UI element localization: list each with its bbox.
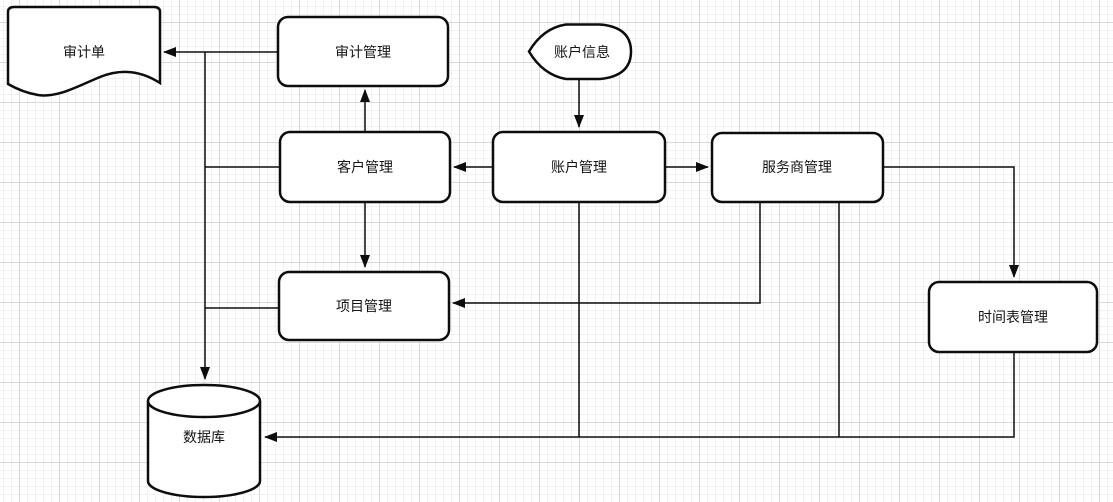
node-project-mgmt[interactable]: 项目管理 [277, 270, 451, 342]
node-audit-mgmt[interactable]: 审计管理 [276, 15, 450, 88]
edge-timesheet-mgmt-to-database[interactable] [264, 352, 1015, 442]
node-account-info[interactable]: 账户信息 [527, 23, 633, 81]
node-label-audit-sheet: 审计单 [63, 44, 105, 60]
node-customer-mgmt[interactable]: 客户管理 [278, 130, 452, 204]
node-label-customer-mgmt: 客户管理 [337, 159, 393, 175]
node-label-audit-mgmt: 审计管理 [335, 44, 391, 60]
edge-provider-mgmt-to-project-mgmt[interactable] [452, 202, 761, 308]
rounded-rect-shape[interactable] [491, 130, 667, 204]
node-label-provider-mgmt: 服务商管理 [762, 159, 832, 175]
node-label-account-mgmt: 账户管理 [551, 159, 607, 175]
cylinder-top-shape[interactable] [146, 383, 262, 419]
document-shape[interactable] [6, 5, 162, 97]
rounded-rect-shape[interactable] [710, 131, 885, 204]
rounded-rect-shape[interactable] [278, 130, 452, 204]
node-account-mgmt[interactable]: 账户管理 [491, 130, 667, 204]
node-timesheet-mgmt[interactable]: 时间表管理 [927, 280, 1099, 354]
node-label-account-info: 账户信息 [554, 44, 610, 60]
node-provider-mgmt[interactable]: 服务商管理 [710, 131, 885, 204]
node-label-project-mgmt: 项目管理 [336, 298, 392, 314]
display-shape[interactable] [527, 23, 633, 81]
rounded-rect-shape[interactable] [276, 15, 450, 88]
cylinder-body-shape[interactable] [146, 401, 262, 499]
rounded-rect-shape[interactable] [277, 270, 451, 342]
node-label-database: 数据库 [183, 429, 225, 445]
rounded-rect-shape[interactable] [927, 280, 1099, 354]
node-database[interactable]: 数据库 [146, 383, 262, 499]
node-audit-sheet[interactable]: 审计单 [6, 5, 162, 97]
node-label-timesheet-mgmt: 时间表管理 [978, 309, 1048, 325]
edge-provider-mgmt-to-timesheet-mgmt[interactable] [883, 166, 1019, 278]
